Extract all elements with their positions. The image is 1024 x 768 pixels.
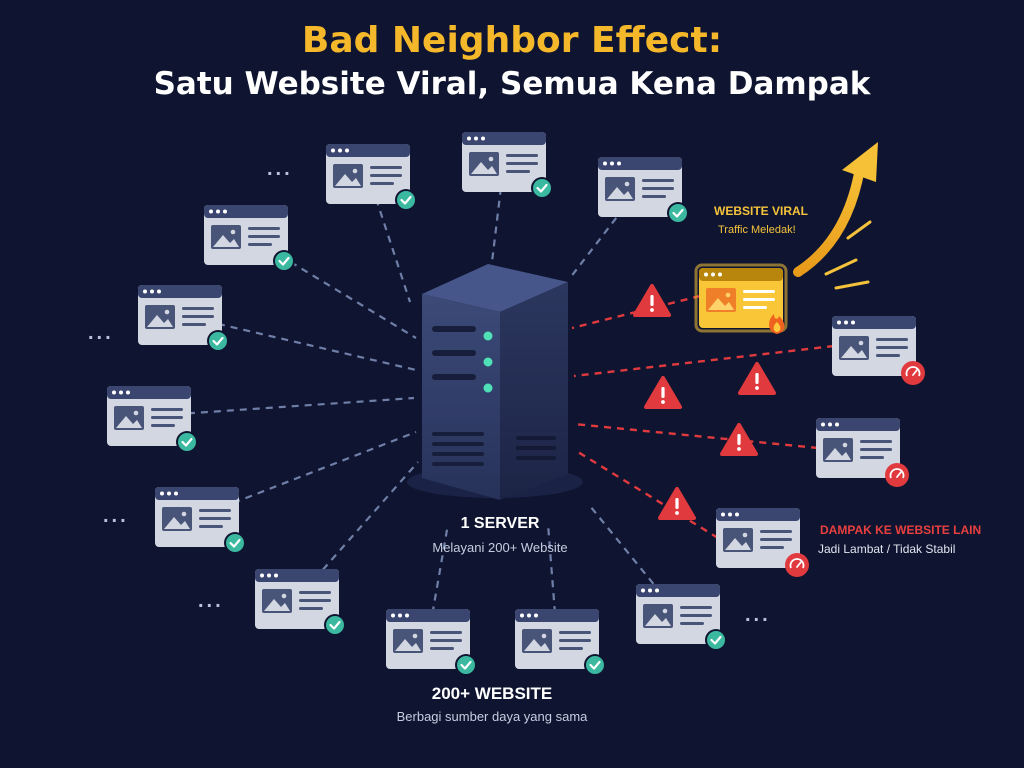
impacted-website-window <box>832 316 925 385</box>
viral-label: WEBSITE VIRAL <box>714 204 809 218</box>
websites-sublabel: Berbagi sumber daya yang sama <box>396 709 588 724</box>
impact-label: DAMPAK KE WEBSITE LAIN <box>820 523 982 537</box>
impacted-connection-line <box>573 422 819 450</box>
healthy-connection-line <box>366 173 412 303</box>
impacted-website-window <box>816 418 909 487</box>
warning-triangle-icon <box>658 487 696 520</box>
check-circle-icon <box>273 250 295 272</box>
websites-label: 200+ WEBSITE <box>431 684 553 703</box>
viral-website-window <box>694 263 788 334</box>
warning-triangle-icon <box>644 376 682 409</box>
check-circle-icon <box>395 189 417 211</box>
check-circle-icon <box>531 177 553 199</box>
impact-sublabel: Jadi Lambat / Tidak Stabil <box>818 542 956 556</box>
check-circle-icon <box>207 330 229 352</box>
check-circle-icon <box>176 431 198 453</box>
impacted-connection-line <box>577 450 719 540</box>
arrow-up-icon <box>793 142 878 290</box>
check-circle-icon <box>584 654 606 676</box>
ellipsis-bottom-left: ... <box>198 590 224 612</box>
check-circle-icon <box>705 629 727 651</box>
warning-triangle-icon <box>633 284 671 317</box>
server-tower <box>407 264 583 500</box>
website-window <box>204 205 295 272</box>
website-window <box>515 609 606 676</box>
website-window <box>326 144 417 211</box>
website-window <box>107 386 198 453</box>
speedometer-icon <box>785 553 809 577</box>
check-circle-icon <box>224 532 246 554</box>
viral-sublabel: Traffic Meledak! <box>718 224 796 236</box>
ellipsis-left-lower: ... <box>103 505 129 527</box>
ellipsis-top: ... <box>267 158 293 180</box>
impacted-connection-line <box>573 344 835 378</box>
ellipsis-left-upper: ... <box>88 322 114 344</box>
check-circle-icon <box>455 654 477 676</box>
check-circle-icon <box>667 202 689 224</box>
website-window <box>462 132 553 199</box>
impacted-website-window <box>716 508 809 577</box>
warning-triangle-icon <box>738 362 776 395</box>
check-circle-icon <box>324 614 346 636</box>
website-window <box>138 285 229 352</box>
server-sublabel: Melayani 200+ Website <box>432 540 568 555</box>
healthy-connection-line <box>589 505 679 615</box>
website-window <box>155 487 246 554</box>
website-window <box>636 584 727 651</box>
title-line-1: Bad Neighbor Effect: <box>301 20 723 61</box>
healthy-connection-line <box>148 396 415 418</box>
website-window <box>255 569 346 636</box>
website-window <box>386 609 477 676</box>
ellipsis-bottom-right: ... <box>745 604 771 626</box>
warning-triangle-icon <box>720 423 758 456</box>
title-line-2: Satu Website Viral, Semua Kena Dampak <box>153 66 871 102</box>
speedometer-icon <box>885 463 909 487</box>
speedometer-icon <box>901 361 925 385</box>
server-label: 1 SERVER <box>460 515 540 532</box>
website-window <box>598 157 689 224</box>
fire-icon <box>769 314 785 334</box>
